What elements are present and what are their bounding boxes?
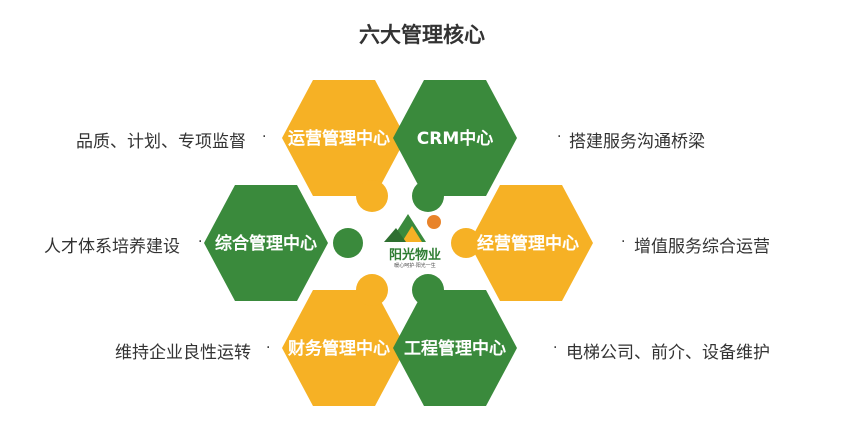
hex-notch [412, 180, 444, 212]
hex-label: 运营管理中心 [288, 128, 390, 149]
hex-crm-center [393, 80, 517, 196]
logo-slogan: 暖心呵护·阳光一生 [394, 263, 436, 269]
desc-engineering: 电梯公司、前介、设备维护 [566, 343, 770, 363]
bullet-dot: · [621, 234, 626, 250]
hex-notch [412, 274, 444, 306]
hex-notch [333, 228, 363, 258]
hex-label: 综合管理中心 [215, 233, 317, 254]
bullet-dot: · [557, 129, 562, 145]
desc-crm: 搭建服务沟通桥梁 [569, 132, 705, 152]
hex-label: 财务管理中心 [287, 338, 390, 359]
desc-finance: 维持企业良性运转 [115, 343, 251, 363]
hex-notch [356, 274, 388, 306]
bullet-dot: · [266, 340, 271, 356]
desc-business: 增值服务综合运营 [634, 237, 770, 257]
page-title: 六大管理核心 [359, 23, 485, 47]
hex-label: 经营管理中心 [477, 233, 579, 254]
bullet-dot: · [262, 129, 267, 145]
hex-business-center [469, 185, 593, 301]
company-logo: 阳光物业 暖心呵护·阳光一生 [378, 208, 468, 270]
mountain-sun-icon [384, 214, 441, 242]
hex-finance-center [282, 290, 406, 406]
hex-engineering-center [393, 290, 517, 406]
desc-comprehensive: 人才体系培养建设 [44, 237, 180, 257]
hex-operations-center [282, 80, 406, 196]
hex-notch [356, 180, 388, 212]
hex-label: 工程管理中心 [404, 338, 506, 359]
bullet-dot: · [198, 234, 203, 250]
hex-comprehensive-center [204, 185, 328, 301]
hex-notch [451, 228, 481, 258]
desc-operations: 品质、计划、专项监督 [76, 132, 246, 152]
bullet-dot: · [553, 340, 558, 356]
hex-label: CRM中心 [417, 128, 493, 149]
logo-name: 阳光物业 [388, 248, 441, 263]
